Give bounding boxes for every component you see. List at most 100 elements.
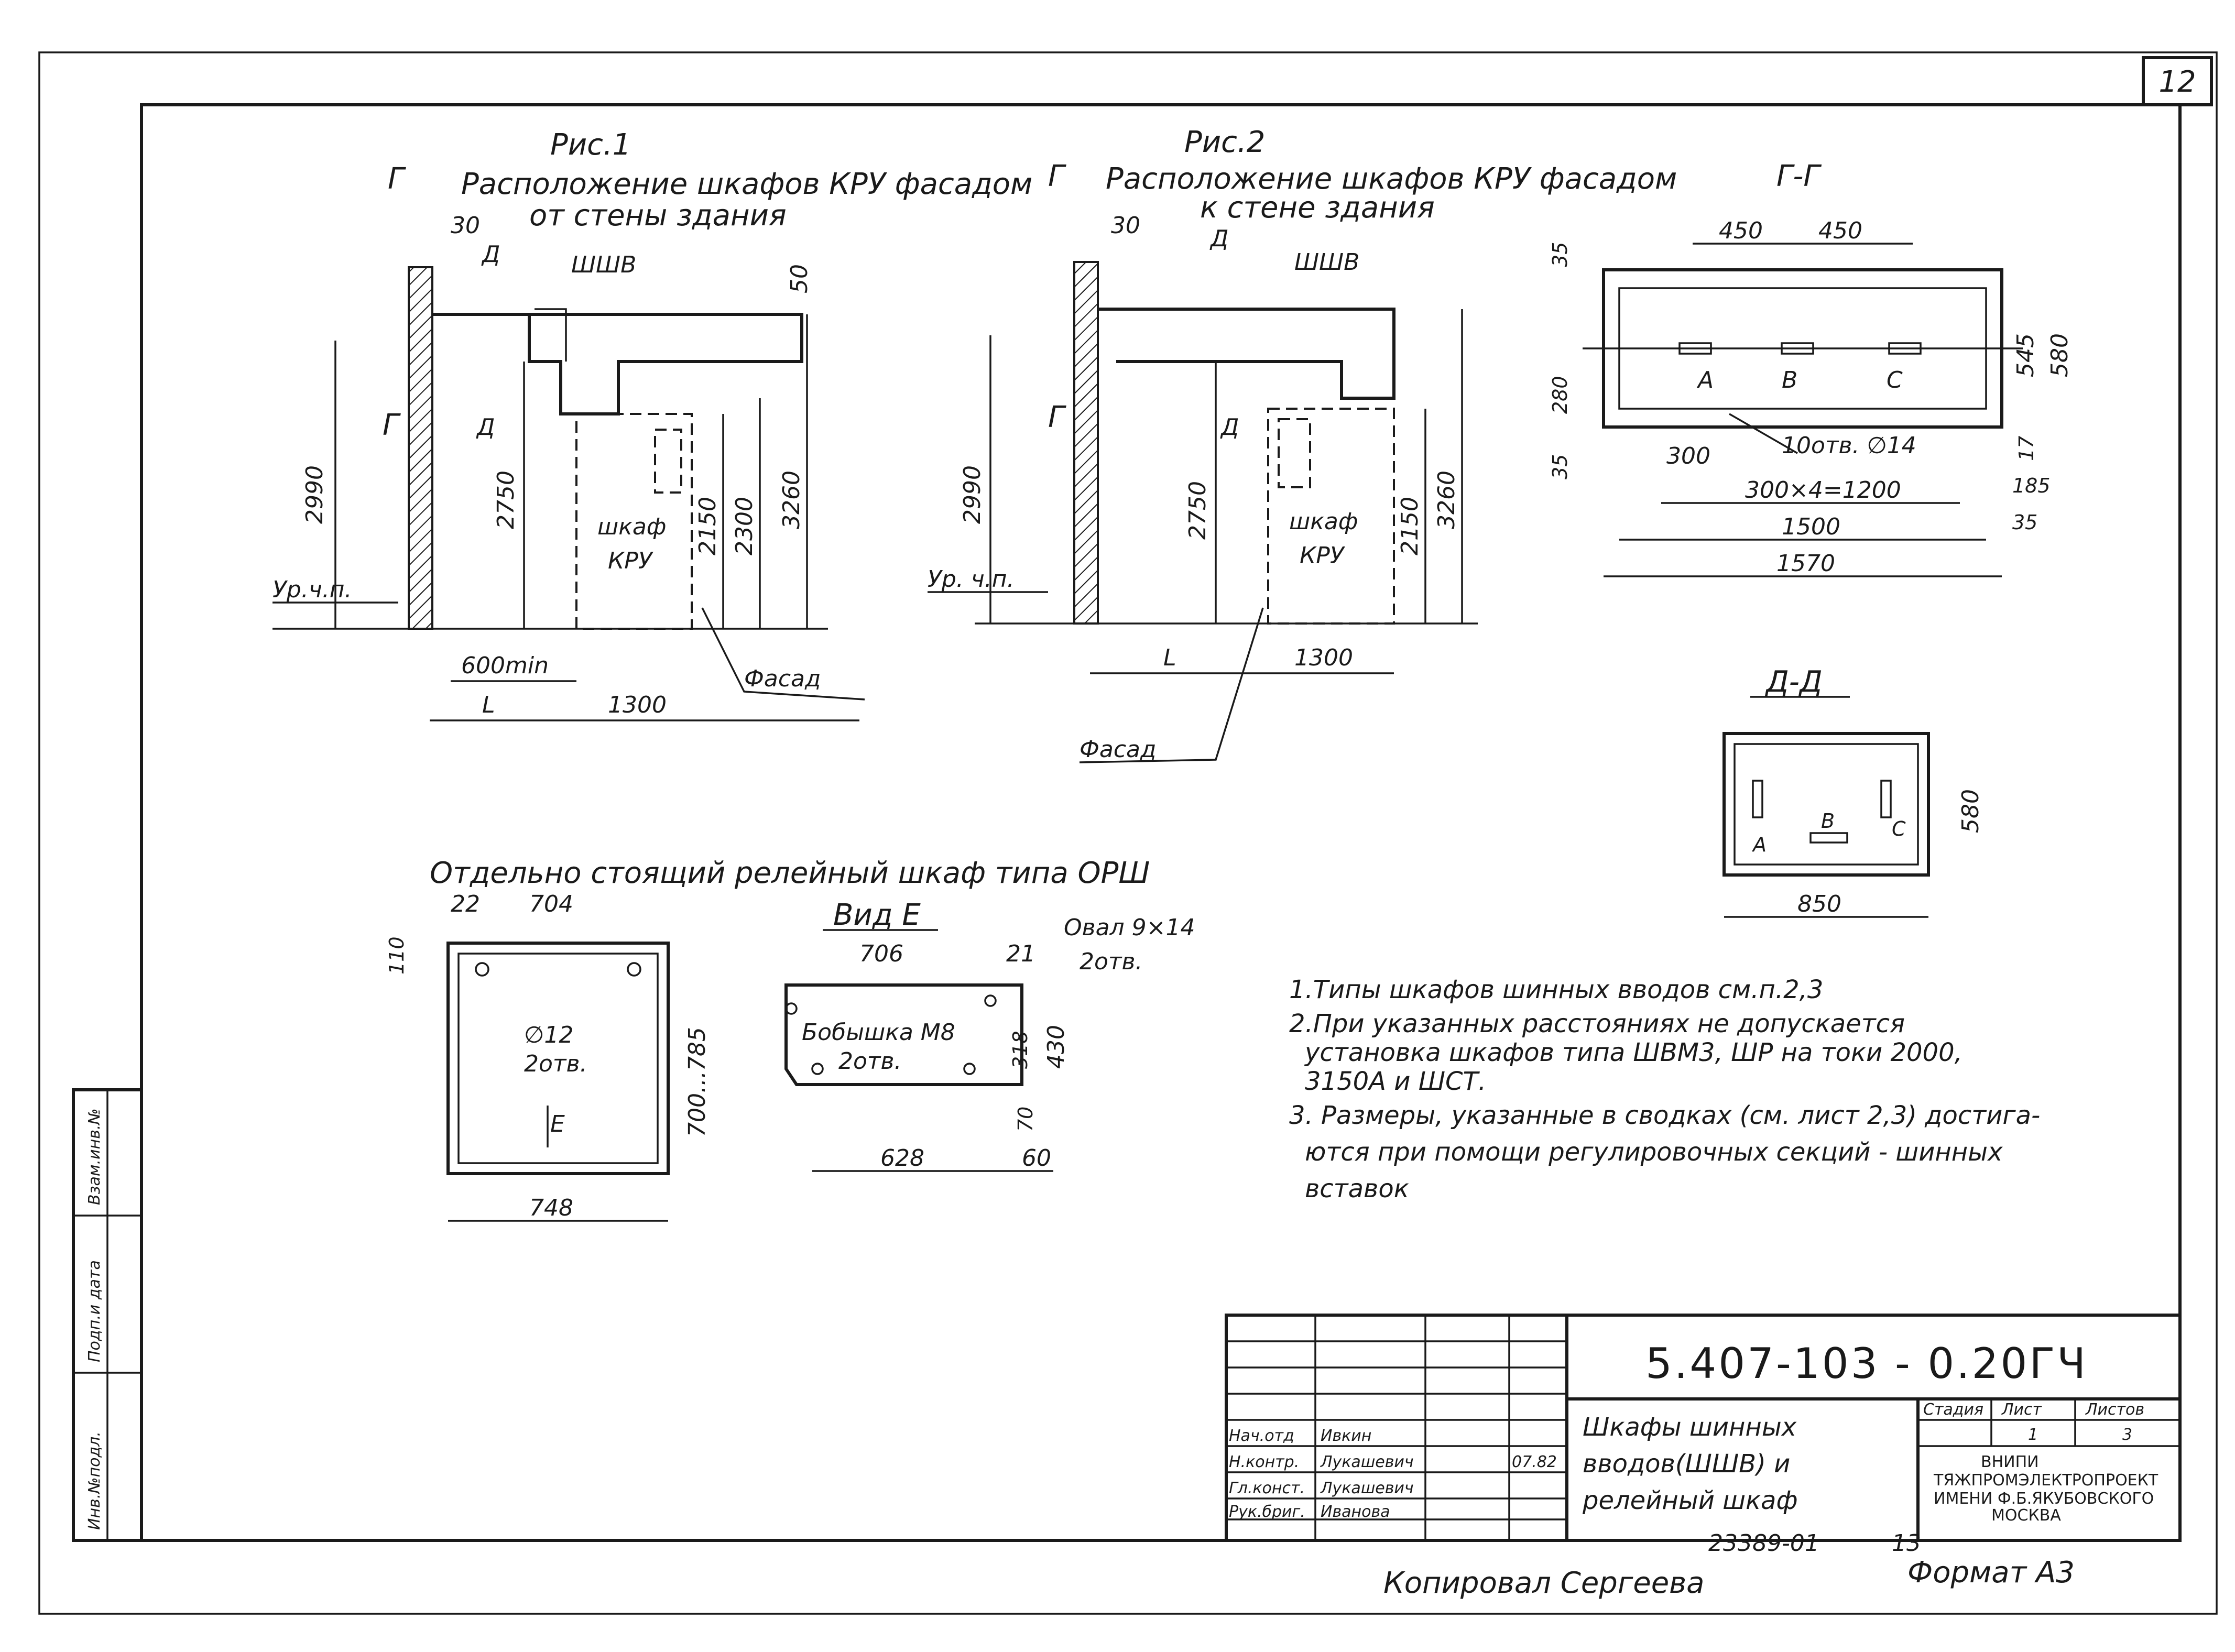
relay-title: Отдельно стоящий релейный шкаф типа ОРШ [430,856,1150,890]
sectionGG-holes: 10отв. ∅14 [1782,432,1916,459]
fig1-wall [408,266,433,630]
fig2-cut-mark-top: Д [1209,225,1228,252]
fig1-dim-2300: 2300 [731,497,758,555]
fig1-dim-2990: 2990 [301,465,328,524]
figure-1: Рис.1 Расположение шкафов КРУ фасадом от… [272,128,1032,721]
note-3-line2: ются при помощи регулировочных секций - … [1305,1137,2003,1167]
relay-cabinet-inner [457,953,659,1164]
viewE-dim-628: 628 [880,1145,924,1172]
fig2-facade-label: Фасад [1080,736,1156,763]
fig2-cabinet-label-2: КРУ [1300,542,1346,569]
sectionGG-phase-c: С [1887,367,1903,393]
format: Формат А3 [1907,1556,2075,1590]
sectionGG-dim-35-right: 35 [2012,511,2037,534]
viewE-dim-706: 706 [859,940,903,967]
fig2-wall [1073,261,1099,625]
fig1-kru-cabinet [575,413,693,630]
fig2-dim-3260: 3260 [1433,471,1460,529]
titleblock-name-line1: Шкафы шинных [1583,1413,1797,1442]
fig1-dim-600min: 600min [461,652,549,679]
fig1-section-mark-bottom: Г [383,408,401,442]
fig1-cut-mark-top: Д [481,241,500,268]
sectionGG-dim-35-bottom: 35 [1549,454,1572,479]
fig1-section-mark-top: Г [388,162,406,196]
note-2-line2: установка шкафов типа ШВМ3, ШР на токи 2… [1304,1038,1963,1067]
relay-hole-count: 2отв. [524,1051,587,1077]
signature-name-2: Лукашевич [1320,1453,1414,1471]
titleblock-org-4: МОСКВА [1991,1506,2061,1525]
sectionDD-title: Д-Д [1764,665,1823,699]
signature-role-1: Нач.отд [1229,1427,1294,1445]
fig2-caption-line1: Расположение шкафов КРУ фасадом [1106,162,1677,196]
margin-stamp-3: Инв.№подл. [85,1431,104,1530]
fig2-cabinet-label-1: шкаф [1289,508,1358,535]
figure-2: Рис.2 Расположение шкафов КРУ фасадом к … [928,125,1677,763]
fig2-busway-duct [1098,308,1395,400]
fig2-facade-leader [1079,607,1264,763]
sectionGG-dim-pitch: 300×4=1200 [1745,477,1901,504]
viewE-title: Вид Е [833,898,921,932]
inner-frame [140,103,2182,1542]
fig2-floor-level-label: Ур. ч.п. [928,566,1014,593]
fig2-section-mark-top: Г [1048,159,1066,193]
fig1-cut-mark-bottom: Д [476,414,495,441]
margin-stamp: Взам.инв.№ Подп.и дата Инв.№подл. [72,1088,143,1542]
notes: 1.Типы шкафов шинных вводов см.п.2,3 2.П… [1289,975,2040,1204]
sectionDD-dim-580: 580 [1957,789,1984,833]
view-e: Вид Е 706 21 Овал 9×14 2отв. Бобышка М8 … [784,898,1195,1172]
sectionGG-dim-300: 300 [1666,443,1710,469]
note-2-line3: 3150А и ШСТ. [1305,1067,1486,1096]
sectionGG-dim-280: 280 [1549,376,1572,414]
fig1-facade-label: Фасад [744,665,821,692]
fig1-dim-L: L [482,692,495,718]
sectionGG-holes-leader [1729,413,1798,454]
signature-role-4: Рук.бриг. [1229,1503,1305,1521]
fig1-busway-bracket [535,308,567,362]
sectionDD-outer [1722,732,1930,877]
viewE-dim-430: 430 [1043,1025,1070,1069]
signature-date: 07.82 [1512,1453,1557,1471]
relay-view-arrow: Е [550,1111,565,1137]
fig1-dim-3260: 3260 [778,471,805,529]
fig1-dim-30: 30 [451,212,480,239]
relay-dim-22: 22 [451,891,480,917]
fig2-section-mark-bottom: Г [1048,400,1066,434]
sectionGG-dim-185: 185 [2012,474,2051,497]
relay-cabinet-outline [446,942,670,1175]
signature-role-3: Гл.конст. [1229,1479,1305,1497]
fig2-cut-mark-bottom: Д [1220,414,1239,441]
sectionDD-busbar-c [1880,780,1892,818]
fig1-dim-2150: 2150 [694,497,721,555]
note-2-line1: 2.При указанных расстояниях не допускает… [1289,1009,1905,1038]
fig1-facade-leader [701,607,865,701]
fig2-dim-30: 30 [1111,212,1140,239]
sheet-number: 12 [2158,65,2196,99]
fig1-busway-label: ШШВ [571,251,636,278]
fig1-dim-1300: 1300 [608,692,667,718]
viewE-boss: Бобышка М8 [802,1019,955,1046]
sectionGG-dim-545: 545 [2012,333,2039,377]
fig2-dim-2150: 2150 [1397,497,1423,555]
relay-dim-110: 110 [385,936,408,975]
sectionGG-busbar-c [1888,342,1922,355]
fig1-dim-50: 50 [786,264,813,293]
signature-name-1: Ивкин [1321,1427,1371,1445]
relay-hole-1 [475,962,489,977]
sectionDD-inner [1734,743,1919,866]
margin-stamp-2: Подп.и дата [85,1260,104,1362]
titleblock-stage-header: Стадия [1923,1401,1983,1419]
note-3-line1: 3. Размеры, указанные в сводках (см. лис… [1289,1101,2040,1130]
fig1-cabinet-label-2: КРУ [608,548,654,574]
viewE-boss-count: 2отв. [838,1048,901,1075]
titleblock-sheets-header: Листов [2085,1401,2144,1419]
fig2-dim-1300: 1300 [1294,644,1353,671]
section-d-d: Д-Д А В С 580 850 [1722,665,1984,918]
viewE-hole-3 [811,1063,824,1075]
sectionDD-phase-b: В [1821,809,1835,833]
fig1-title: Рис.1 [550,128,631,162]
signature-role-2: Н.контр. [1229,1453,1299,1471]
fig1-dim-2750: 2750 [493,471,519,529]
sectionDD-phase-a: А [1751,833,1767,856]
outer-border [38,51,2218,1615]
viewE-hole-4 [963,1063,976,1075]
